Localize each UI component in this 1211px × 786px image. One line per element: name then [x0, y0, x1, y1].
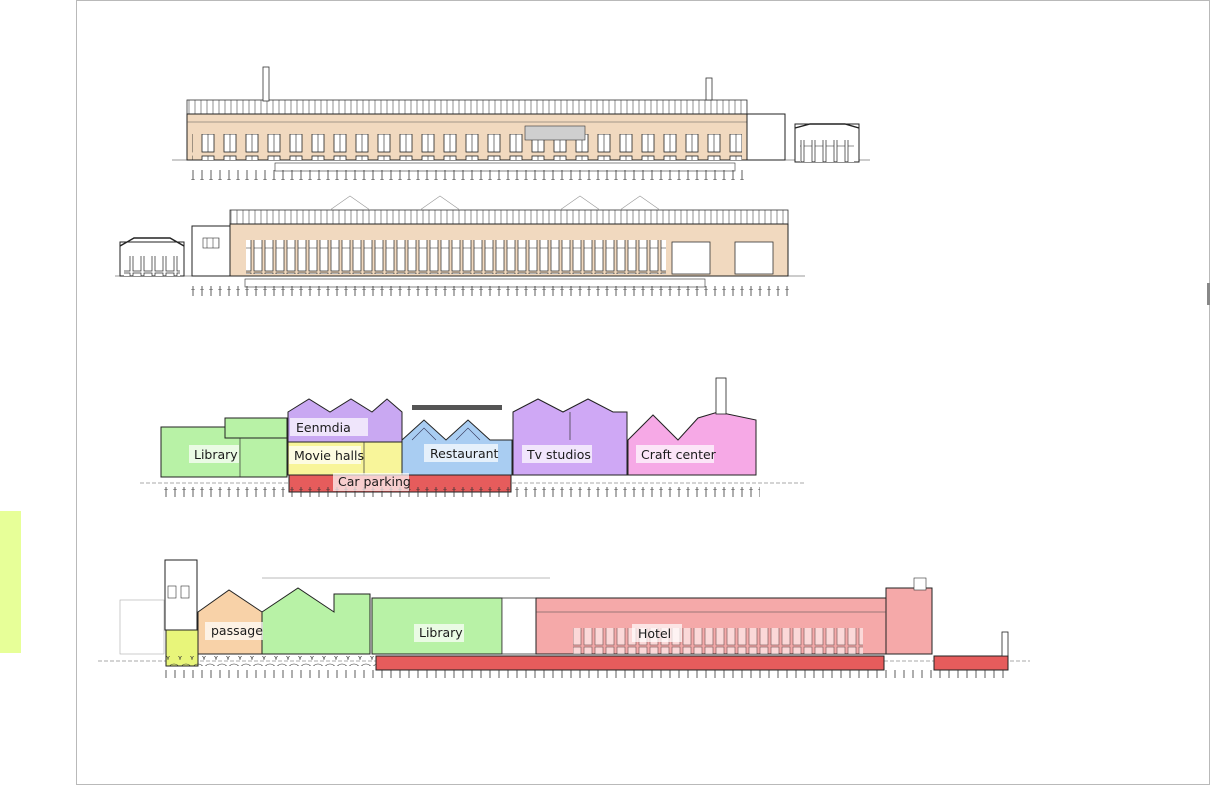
lower-labels: passage Library Hotel	[205, 622, 682, 642]
label-tv-studios: Tv studios	[526, 447, 591, 462]
upper-labels: Eenmdia Library Movie halls Restaurant T…	[189, 418, 717, 491]
label-eenmdia: Eenmdia	[296, 420, 351, 435]
label-library-upper: Library	[194, 447, 238, 462]
elevation-north	[172, 66, 870, 180]
elevation-south	[115, 195, 805, 296]
side-tab[interactable]	[0, 511, 21, 653]
label-restaurant: Restaurant	[430, 446, 499, 461]
label-library-lower: Library	[419, 625, 463, 640]
label-craft-center: Craft center	[641, 447, 717, 462]
scroll-marker	[1207, 283, 1210, 305]
section-lower	[98, 559, 1030, 678]
label-passage: passage	[211, 623, 263, 638]
label-car-parking: Car parking	[338, 474, 411, 489]
label-hotel: Hotel	[638, 626, 671, 641]
label-movie-halls: Movie halls	[294, 448, 364, 463]
section-upper	[140, 377, 805, 497]
